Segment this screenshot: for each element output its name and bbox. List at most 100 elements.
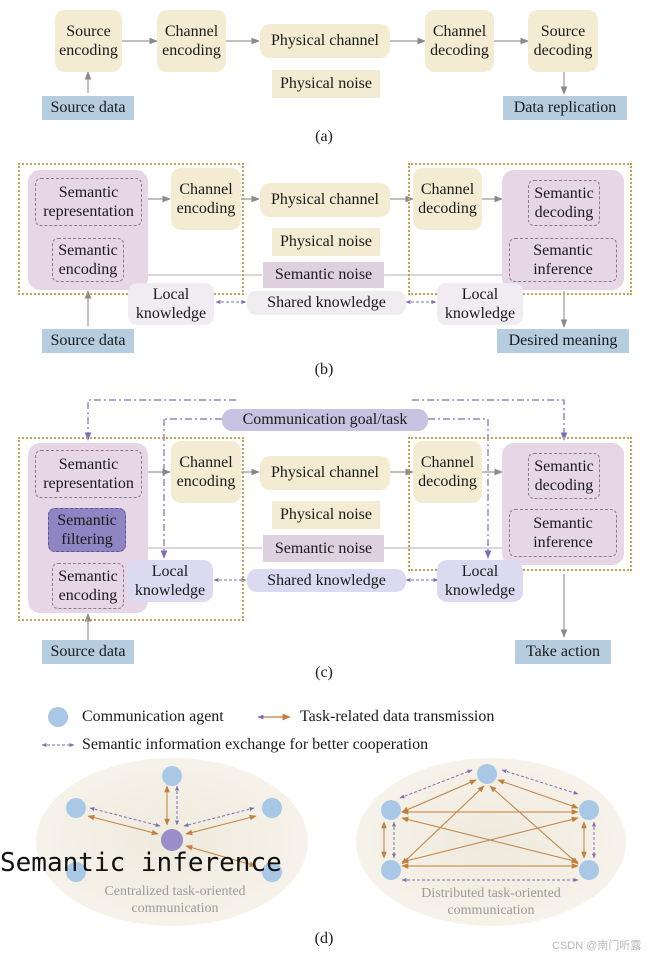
physical-noise-label: Physical noise — [280, 75, 372, 93]
source-data-box: Source data — [42, 96, 134, 120]
agent-node — [579, 800, 599, 820]
local-knowledge-label: Local knowledge — [444, 562, 516, 599]
semantic-representation-box-c: Semantic representation — [35, 450, 142, 498]
semantic-decoding-label: Semantic decoding — [534, 457, 594, 494]
agent-node — [262, 798, 282, 818]
panel-a-arrows — [84, 37, 568, 95]
data-replication-label: Data replication — [513, 99, 617, 117]
source-encoding-box: Source encoding — [55, 10, 122, 72]
legend-semantic-exchange-label: Semantic information exchange for better… — [82, 736, 429, 753]
shared-knowledge-box-c: Shared knowledge — [247, 569, 406, 592]
agent-node — [262, 862, 282, 882]
channel-decoding-label: Channel decoding — [418, 180, 477, 217]
caption-b: (b) — [314, 361, 334, 378]
semantic-representation-label: Semantic representation — [43, 455, 134, 492]
physical-channel-box-c: Physical channel — [260, 456, 390, 490]
source-decoding-box: Source decoding — [528, 10, 598, 72]
physical-noise-label: Physical noise — [280, 233, 372, 251]
physical-noise-box: Physical noise — [272, 70, 380, 98]
source-decoding-label: Source decoding — [533, 22, 593, 59]
agent-node — [381, 860, 401, 880]
physical-noise-label: Physical noise — [280, 506, 372, 524]
semantic-encoding-label: Semantic encoding — [58, 567, 118, 604]
semantic-noise-box-c: Semantic noise — [263, 535, 384, 562]
distributed-links — [381, 769, 596, 882]
semantic-decoder-block-c — [502, 443, 624, 565]
semantic-representation-label: Semantic representation — [43, 183, 134, 220]
semantic-representation-box: Semantic representation — [35, 178, 142, 226]
semantic-encoding-box-c: Semantic encoding — [52, 563, 124, 609]
source-data-box-c: Source data — [42, 640, 134, 664]
physical-channel-label: Physical channel — [271, 191, 379, 209]
local-knowledge-label: Local knowledge — [444, 285, 516, 322]
shared-knowledge-label: Shared knowledge — [267, 571, 386, 589]
local-knowledge-label: Local knowledge — [134, 562, 206, 599]
local-knowledge-right-box: Local knowledge — [437, 283, 523, 325]
channel-decoding-label: Channel decoding — [418, 453, 477, 490]
channel-decoding-label: Channel decoding — [430, 22, 489, 59]
semantic-decoding-label: Semantic decoding — [534, 184, 594, 221]
agent-node — [579, 860, 599, 880]
semantic-filtering-box: Semantic filtering — [48, 508, 126, 552]
semantic-noise-label: Semantic noise — [274, 539, 373, 557]
source-data-label: Source data — [50, 99, 126, 117]
semantic-inference-box: Semantic inference — [509, 238, 617, 282]
physical-channel-label: Physical channel — [271, 464, 379, 482]
desired-meaning-box: Desired meaning — [497, 329, 629, 353]
caption-a: (a) — [315, 128, 333, 145]
semantic-decoding-box: Semantic decoding — [528, 180, 600, 226]
semantic-encoding-label: Semantic encoding — [58, 241, 118, 278]
channel-decoding-box: Channel decoding — [425, 10, 494, 72]
channel-decoding-box-b: Channel decoding — [413, 168, 482, 230]
semantic-inference-label: Semantic inference — [533, 514, 593, 551]
source-data-box-b: Source data — [42, 329, 134, 353]
local-knowledge-label: Local knowledge — [135, 285, 207, 322]
semantic-inference-overlay-text: Semantic inference — [0, 848, 282, 878]
agent-node — [66, 798, 86, 818]
physical-channel-box-b: Physical channel — [260, 183, 390, 217]
physical-channel-box: Physical channel — [260, 24, 390, 58]
agent-node — [477, 764, 497, 784]
semantic-decoding-box-c: Semantic decoding — [528, 453, 600, 499]
physical-noise-box-b: Physical noise — [272, 228, 380, 256]
centralized-label: Centralized task-oriented communication — [104, 884, 246, 916]
shared-knowledge-label: Shared knowledge — [267, 294, 386, 312]
semantic-encoder-block — [28, 170, 148, 290]
communication-goal-box: Communication goal/task — [222, 409, 428, 431]
agent-node — [381, 800, 401, 820]
physical-channel-label: Physical channel — [271, 32, 379, 50]
centralized-agents — [66, 766, 282, 882]
legend-agent-label: Communication agent — [82, 708, 224, 725]
semantic-encoding-box: Semantic encoding — [52, 238, 124, 282]
local-knowledge-right-box-c: Local knowledge — [437, 560, 523, 602]
physical-noise-box-c: Physical noise — [272, 501, 380, 529]
semantic-filtering-label: Semantic filtering — [57, 511, 117, 548]
semantic-inference-box-c: Semantic inference — [509, 509, 617, 557]
channel-encoding-box: Channel encoding — [157, 10, 226, 72]
shared-knowledge-box: Shared knowledge — [247, 291, 406, 315]
take-action-label: Take action — [526, 643, 600, 661]
channel-encoding-box-c: Channel encoding — [171, 441, 241, 503]
caption-d: (d) — [314, 930, 334, 947]
agent-node — [66, 862, 86, 882]
distributed-agents — [381, 764, 599, 880]
local-knowledge-left-box: Local knowledge — [128, 283, 214, 325]
local-knowledge-left-box-c: Local knowledge — [127, 560, 213, 602]
channel-encoding-box-b: Channel encoding — [171, 168, 241, 230]
legend-marks — [41, 707, 291, 747]
channel-encoding-label: Channel encoding — [162, 22, 221, 59]
semantic-noise-label: Semantic noise — [274, 266, 373, 284]
semantic-decoder-block — [502, 170, 624, 290]
data-replication-box: Data replication — [503, 96, 627, 120]
channel-encoding-label: Channel encoding — [176, 180, 236, 217]
channel-encoding-label: Channel encoding — [176, 453, 236, 490]
distributed-label: Distributed task-oriented communication — [421, 886, 561, 918]
transmitter-group-c — [18, 437, 244, 621]
source-data-label: Source data — [50, 332, 126, 350]
communication-goal-label: Communication goal/task — [242, 411, 408, 429]
centralized-links — [87, 785, 257, 867]
semantic-inference-label: Semantic inference — [533, 241, 593, 278]
